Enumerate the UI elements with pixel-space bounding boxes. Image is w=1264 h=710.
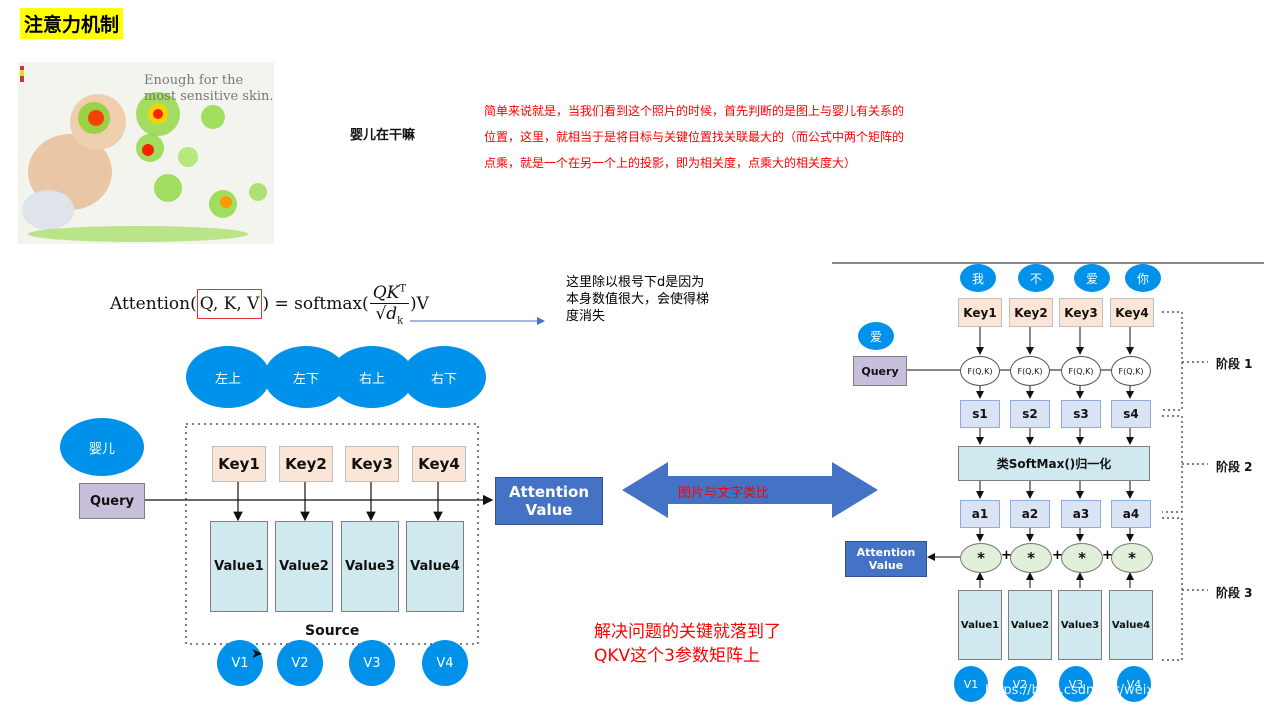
right-score-4: s4: [1111, 400, 1151, 428]
attention-formula: Attention(Q, K, V) = softmax(QKT√dk)V: [110, 283, 429, 326]
multiply-2: *: [1010, 543, 1052, 573]
right-score-2: s2: [1010, 400, 1050, 428]
word-4: 你: [1125, 264, 1161, 292]
formula-lhs: Attention(: [110, 294, 197, 315]
right-key-2: Key2: [1009, 298, 1053, 327]
word-2: 不: [1018, 264, 1054, 292]
left-key-2: Key2: [279, 446, 333, 482]
left-value-3: Value3: [341, 521, 399, 612]
right-weight-4: a4: [1111, 500, 1151, 528]
right-target: 爱: [858, 322, 894, 350]
watermark: https://blog.csdn.net/weixin_48994268: [985, 683, 1239, 698]
right-weight-2: a2: [1010, 500, 1050, 528]
position-bottom-right: 右下: [402, 346, 486, 408]
formula-tail: )V: [410, 294, 429, 315]
softmax-box: 类SoftMax()归一化: [958, 446, 1150, 481]
stage-2-label: 阶段 2: [1216, 460, 1253, 474]
right-f-2: F(Q,K): [1010, 356, 1050, 386]
right-f-3: F(Q,K): [1061, 356, 1101, 386]
left-v1: V1: [217, 640, 263, 686]
question-label: 婴儿在干嘛: [350, 128, 416, 143]
left-v2: V2: [277, 640, 323, 686]
left-v4: V4: [422, 640, 468, 686]
source-label: Source: [305, 623, 360, 639]
right-v2: V2: [1003, 666, 1037, 702]
right-v3: V3: [1059, 666, 1093, 702]
left-attention-value: Attention Value: [495, 477, 603, 525]
right-value-1: Value1: [958, 590, 1002, 660]
word-3: 爱: [1074, 264, 1110, 292]
right-f-4: F(Q,K): [1111, 356, 1151, 386]
right-score-3: s3: [1061, 400, 1101, 428]
page-title: 注意力机制: [20, 8, 124, 39]
right-key-3: Key3: [1059, 298, 1103, 327]
right-value-2: Value2: [1008, 590, 1052, 660]
left-key-4: Key4: [412, 446, 466, 482]
target-baby: 婴儿: [60, 418, 144, 476]
formula-note: 这里除以根号下d是因为本身数值很大，会使得梯度消失: [566, 275, 710, 324]
left-key-3: Key3: [345, 446, 399, 482]
mouse-cursor-icon: ➤: [251, 646, 263, 662]
formula-args-box: Q, K, V: [196, 289, 263, 320]
analogy-label: 图片与文字类比: [678, 486, 770, 501]
double-arrow-shape: [622, 462, 878, 518]
right-f-1: F(Q,K): [960, 356, 1000, 386]
formula-rhs: ) = softmax(: [262, 294, 369, 315]
right-attention-value: Attention Value: [845, 541, 927, 577]
right-v1: V1: [954, 666, 988, 702]
left-key-1: Key1: [212, 446, 266, 482]
right-value-3: Value3: [1058, 590, 1102, 660]
conclusion-line2: QKV这个3参数矩阵上: [594, 646, 760, 666]
baby-heatmap-image: Enough for the most sensitive skin.: [18, 62, 274, 244]
position-top-left: 左上: [186, 346, 270, 408]
right-weight-1: a1: [960, 500, 1000, 528]
position-top-right: 右上: [330, 346, 414, 408]
stage-3-label: 阶段 3: [1216, 586, 1253, 600]
right-key-4: Key4: [1110, 298, 1154, 327]
multiply-3: *: [1061, 543, 1103, 573]
right-attention-line1: Attention: [856, 546, 916, 559]
formula-denominator: d: [386, 304, 398, 324]
plus-2: +: [1052, 548, 1063, 563]
conclusion-text: 解决问题的关键就落到了 QKV这个3参数矩阵上: [594, 620, 781, 668]
left-attention-line1: Attention: [508, 483, 590, 501]
stage-1-label: 阶段 1: [1216, 357, 1253, 371]
left-query: Query: [79, 483, 145, 519]
right-key-1: Key1: [958, 298, 1002, 327]
word-1: 我: [960, 264, 996, 292]
photo-caption-line1: Enough for the: [144, 73, 243, 88]
right-score-1: s1: [960, 400, 1000, 428]
right-v4: V4: [1117, 666, 1151, 702]
plus-1: +: [1001, 548, 1012, 563]
photo-caption-line2: most sensitive skin.: [144, 89, 274, 104]
multiply-1: *: [960, 543, 1002, 573]
multiply-4: *: [1111, 543, 1153, 573]
formula-sup: T: [399, 283, 406, 295]
formula-sub: k: [397, 315, 404, 327]
left-value-2: Value2: [275, 521, 333, 612]
right-value-4: Value4: [1109, 590, 1153, 660]
conclusion-line1: 解决问题的关键就落到了: [594, 622, 781, 642]
formula-fraction: QKT√dk: [369, 283, 409, 327]
formula-numerator: QK: [372, 283, 400, 303]
right-weight-3: a3: [1061, 500, 1101, 528]
left-attention-line2: Value: [525, 501, 573, 519]
left-v3: V3: [349, 640, 395, 686]
plus-3: +: [1102, 548, 1113, 563]
explanation-text: 简单来说就是，当我们看到这个照片的时候，首先判断的是图上与婴儿有关系的位置，这里…: [484, 104, 905, 170]
right-attention-line2: Value: [868, 559, 904, 572]
left-value-4: Value4: [406, 521, 464, 612]
left-value-1: Value1: [210, 521, 268, 612]
right-query: Query: [853, 356, 907, 386]
